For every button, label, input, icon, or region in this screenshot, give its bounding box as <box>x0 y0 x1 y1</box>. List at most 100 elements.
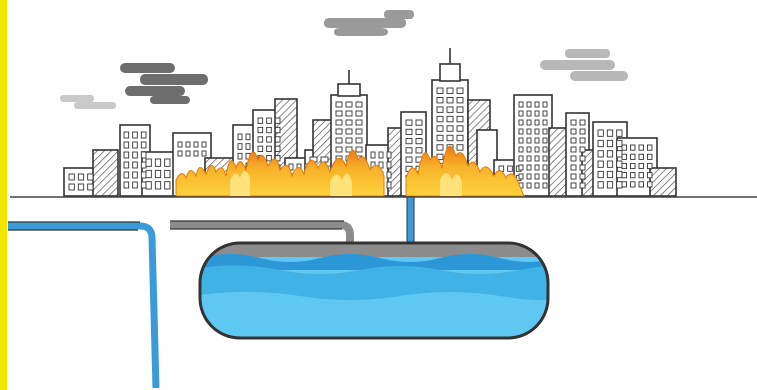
window <box>447 97 453 102</box>
window <box>165 182 170 189</box>
window <box>336 111 342 116</box>
window <box>617 140 622 146</box>
window <box>571 120 576 125</box>
window <box>598 140 603 146</box>
window <box>527 129 531 134</box>
window <box>437 88 443 93</box>
window <box>571 156 576 161</box>
window <box>527 111 531 116</box>
window <box>238 153 242 159</box>
window <box>379 152 383 158</box>
window <box>447 126 453 131</box>
window <box>275 146 280 151</box>
window <box>416 129 422 134</box>
left-accent-bar <box>0 0 7 390</box>
window <box>527 147 531 152</box>
window <box>543 147 547 152</box>
window <box>406 120 412 125</box>
window <box>457 88 463 93</box>
window <box>267 137 272 142</box>
window <box>124 152 129 158</box>
window <box>416 148 422 153</box>
window <box>178 151 182 156</box>
window <box>543 138 547 143</box>
window <box>447 116 453 121</box>
window <box>527 165 531 170</box>
window <box>535 174 539 179</box>
window <box>571 147 576 152</box>
window <box>356 147 362 152</box>
window <box>258 146 263 151</box>
window <box>246 134 250 140</box>
window <box>617 161 622 167</box>
window <box>617 182 622 188</box>
window <box>165 159 170 166</box>
window <box>356 129 362 134</box>
window <box>346 129 352 134</box>
window <box>580 129 585 134</box>
window <box>519 129 523 134</box>
window <box>519 138 523 143</box>
window <box>133 172 138 178</box>
window <box>535 102 539 107</box>
window <box>457 135 463 140</box>
window <box>141 132 146 138</box>
window <box>580 138 585 143</box>
window <box>336 138 342 143</box>
window <box>165 170 170 177</box>
window <box>527 174 531 179</box>
window <box>133 162 138 168</box>
window <box>202 142 206 147</box>
window <box>535 183 539 188</box>
window <box>141 152 146 158</box>
window <box>580 174 585 179</box>
building-icon <box>650 168 676 196</box>
window <box>527 102 531 107</box>
window <box>141 182 146 188</box>
window <box>387 152 391 158</box>
window <box>535 156 539 161</box>
window <box>146 159 151 166</box>
cloud-icon <box>60 95 116 109</box>
window <box>639 163 644 168</box>
window <box>622 173 627 178</box>
window <box>194 151 198 156</box>
window <box>447 88 453 93</box>
window <box>457 107 463 112</box>
window <box>543 174 547 179</box>
window <box>78 174 83 180</box>
window <box>155 170 160 177</box>
window <box>387 172 391 178</box>
window <box>133 142 138 148</box>
window <box>346 111 352 116</box>
building-icon <box>93 150 118 196</box>
window <box>447 107 453 112</box>
window <box>535 138 539 143</box>
cloud-icon <box>540 49 628 81</box>
window <box>543 111 547 116</box>
window <box>622 163 627 168</box>
window <box>639 173 644 178</box>
window <box>346 120 352 125</box>
window <box>238 144 242 150</box>
window <box>580 120 585 125</box>
window <box>571 138 576 143</box>
building-icon <box>440 64 460 81</box>
window <box>267 156 272 161</box>
window <box>437 145 443 150</box>
window <box>648 173 653 178</box>
window <box>267 127 272 132</box>
window <box>387 182 391 188</box>
window <box>356 138 362 143</box>
window <box>356 111 362 116</box>
window <box>617 151 622 157</box>
window <box>124 162 129 168</box>
window <box>508 166 513 171</box>
window <box>186 142 190 147</box>
window <box>622 154 627 159</box>
window <box>571 129 576 134</box>
window <box>258 118 263 123</box>
window <box>527 156 531 161</box>
window <box>535 147 539 152</box>
window <box>457 145 463 150</box>
